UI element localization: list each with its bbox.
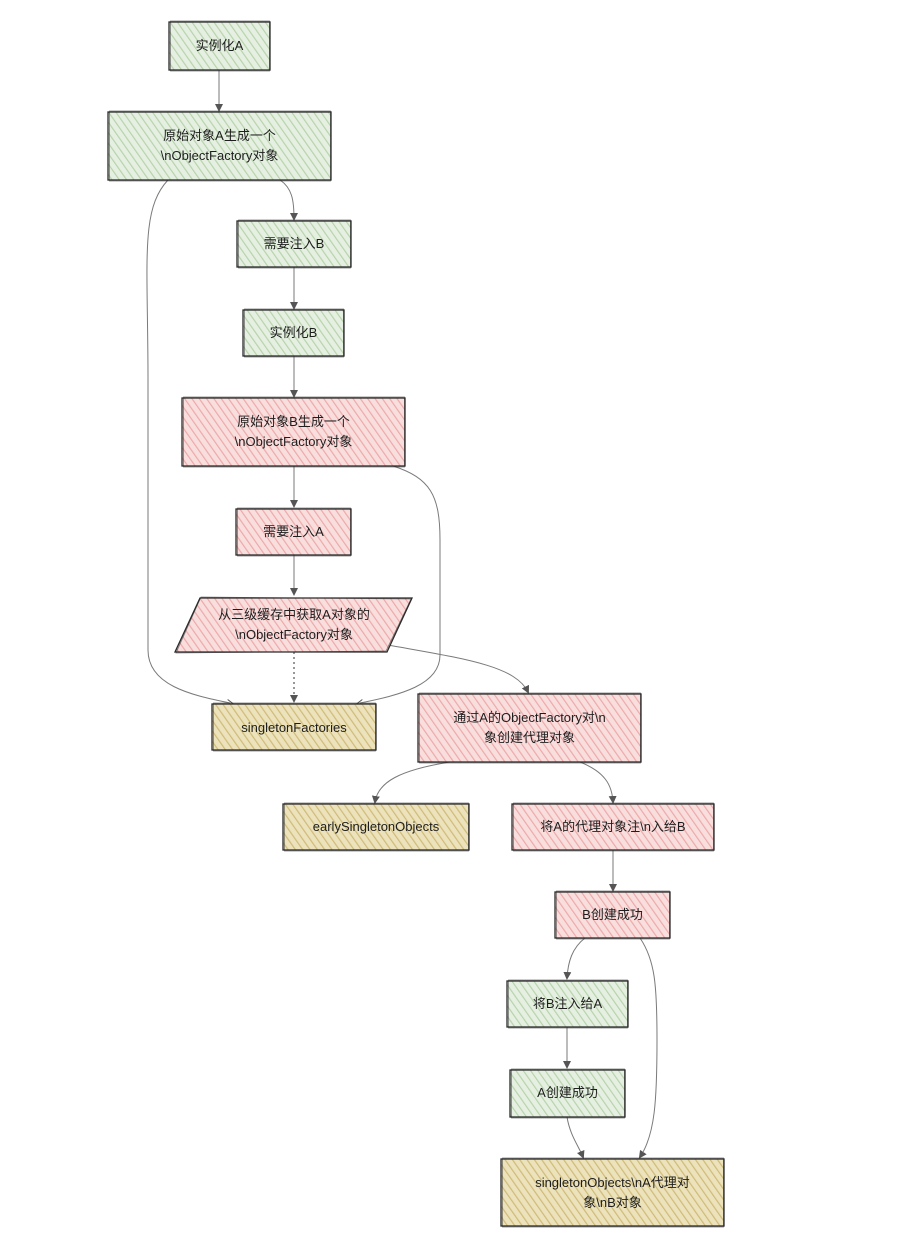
edge-b-created-to-singleton-objects	[638, 937, 658, 1159]
node-b-created[interactable]: B创建成功	[554, 890, 671, 940]
node-orig-a-line2: \nObjectFactory对象	[161, 148, 279, 163]
edge-create-proxy-to-inject-proxy	[579, 761, 617, 804]
node-singleton-objects-line2: 象\nB对象	[583, 1195, 642, 1210]
node-need-b[interactable]: 需要注入B	[236, 219, 352, 269]
node-inject-b-label: 将B注入给A	[533, 996, 603, 1011]
node-get-a-line1: 从三级缓存中获取A对象的	[218, 607, 370, 622]
node-get-a-line2: \nObjectFactory对象	[235, 627, 353, 642]
node-orig-b-line2: \nObjectFactory对象	[235, 434, 353, 449]
edge-b-created-to-inject-b	[563, 937, 586, 980]
node-orig-b-line1: 原始对象B生成一个	[237, 414, 350, 429]
edge-a-created-to-singleton-objects	[566, 1116, 585, 1159]
node-create-proxy-line1: 通过A的ObjectFactory对\n	[453, 710, 605, 725]
node-inst-b[interactable]: 实例化B	[242, 308, 345, 358]
node-singleton-objects[interactable]: singletonObjects\nA代理对 象\nB对象	[500, 1157, 725, 1228]
edge-orig-a-to-singleton-factories	[146, 179, 230, 703]
node-a-created-label: A创建成功	[537, 1085, 598, 1100]
edge-orig-a-to-need-b	[279, 179, 298, 221]
node-inst-b-label: 实例化B	[270, 325, 318, 340]
node-a-created[interactable]: A创建成功	[509, 1068, 626, 1119]
edge-get-a-to-create-proxy	[387, 644, 529, 694]
node-singleton-factories[interactable]: singletonFactories	[211, 702, 377, 752]
node-inject-proxy-label: 将A的代理对象注\n入给B	[540, 819, 685, 834]
node-b-created-label: B创建成功	[582, 907, 643, 922]
node-need-b-label: 需要注入B	[264, 236, 325, 251]
node-singleton-factories-label: singletonFactories	[241, 720, 347, 735]
node-inject-b[interactable]: 将B注入给A	[506, 979, 629, 1029]
node-early-singleton-objects-label: earlySingletonObjects	[313, 819, 440, 834]
node-singleton-objects-line1: singletonObjects\nA代理对	[535, 1175, 690, 1190]
edge-orig-b-to-singleton-factories	[360, 465, 441, 703]
node-early-singleton-objects[interactable]: earlySingletonObjects	[282, 802, 470, 852]
node-create-proxy-line2: 象创建代理对象	[484, 730, 575, 745]
node-create-proxy[interactable]: 通过A的ObjectFactory对\n 象创建代理对象	[417, 692, 642, 764]
node-inst-a-label: 实例化A	[196, 38, 244, 53]
node-orig-a[interactable]: 原始对象A生成一个 \nObjectFactory对象	[107, 110, 332, 182]
node-inst-a[interactable]: 实例化A	[168, 20, 271, 72]
node-inject-proxy[interactable]: 将A的代理对象注\n入给B	[511, 802, 715, 852]
node-need-a-label: 需要注入A	[263, 524, 324, 539]
edge-create-proxy-to-early-singleton-objects	[371, 761, 451, 804]
node-get-a[interactable]: 从三级缓存中获取A对象的 \nObjectFactory对象	[173, 596, 414, 654]
node-orig-b[interactable]: 原始对象B生成一个 \nObjectFactory对象	[181, 396, 406, 468]
edges	[146, 70, 658, 1159]
node-orig-a-line1: 原始对象A生成一个	[163, 128, 276, 143]
node-need-a[interactable]: 需要注入A	[235, 507, 352, 557]
